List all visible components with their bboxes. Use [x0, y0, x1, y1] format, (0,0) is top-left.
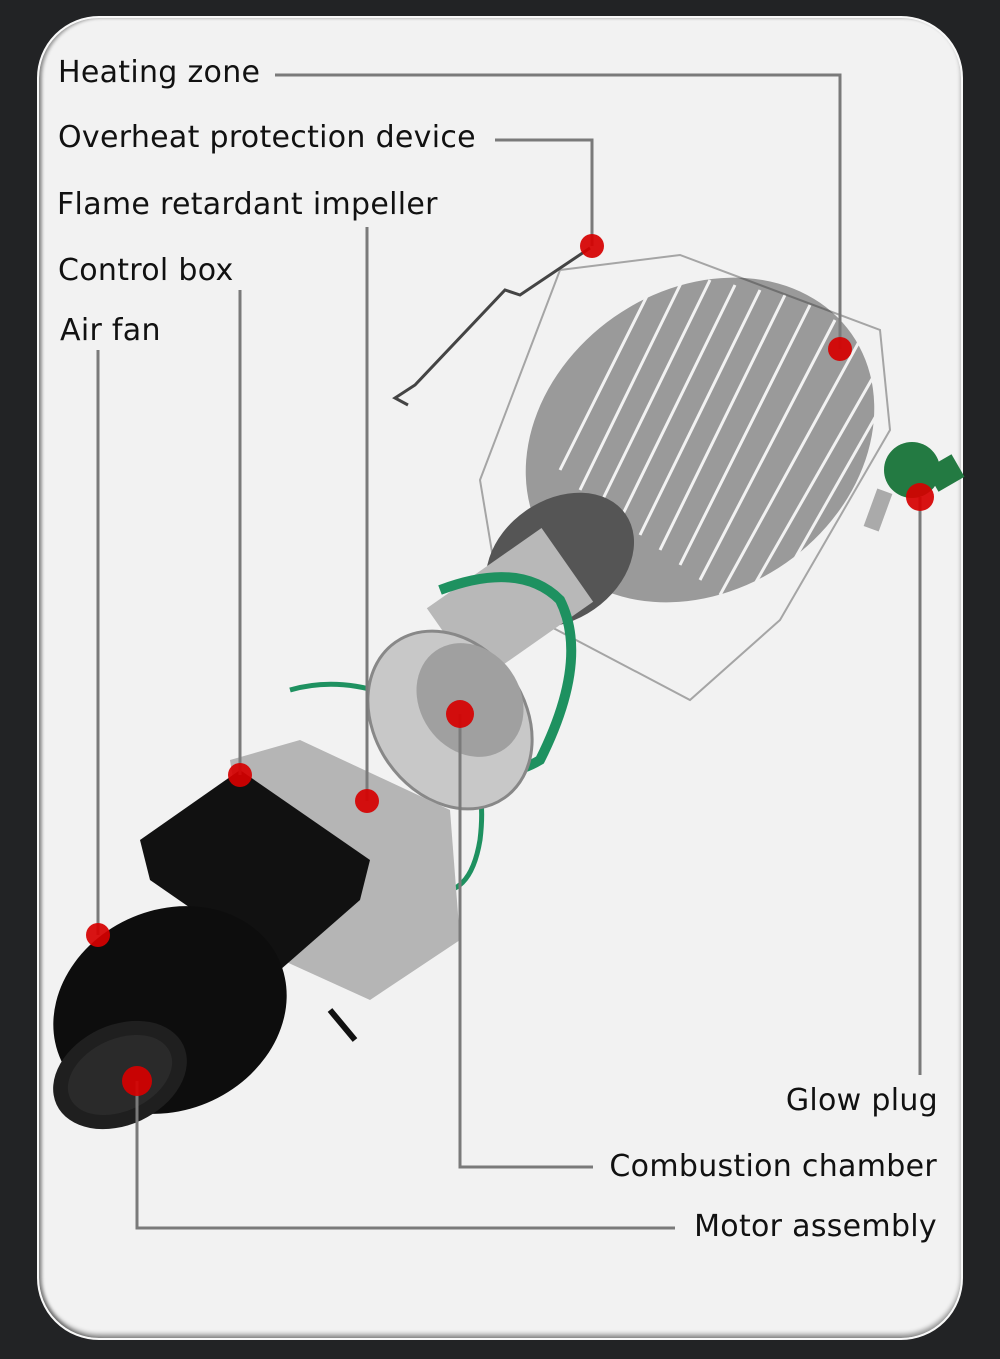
marker-flame-retardant-impeller — [355, 789, 379, 813]
label-air-fan: Air fan — [60, 313, 161, 348]
label-heating-zone: Heating zone — [58, 55, 261, 90]
label-overheat-protection-device: Overheat protection device — [58, 120, 476, 155]
leader-overheat-protection — [495, 138, 594, 246]
marker-heating-zone — [828, 337, 852, 361]
marker-control-box — [228, 763, 252, 787]
leader-heating-zone — [275, 73, 842, 349]
marker-combustion-chamber — [446, 700, 474, 728]
overheat-wire-part — [392, 246, 591, 407]
marker-overheat-protection — [580, 234, 604, 258]
marker-air-fan — [86, 923, 110, 947]
marker-glow-plug — [906, 483, 934, 511]
label-motor-assembly: Motor assembly — [694, 1209, 937, 1244]
label-control-box: Control box — [58, 253, 234, 288]
label-flame-retardant-impeller: Flame retardant impeller — [57, 187, 438, 222]
motor-assembly-part — [53, 740, 460, 1130]
label-combustion-chamber: Combustion chamber — [609, 1149, 937, 1184]
leader-motor-assembly — [135, 1081, 675, 1230]
leader-combustion-chamber — [458, 714, 593, 1169]
label-glow-plug: Glow plug — [785, 1083, 938, 1118]
marker-motor-assembly — [122, 1066, 152, 1096]
glow-plug-part — [863, 442, 965, 532]
